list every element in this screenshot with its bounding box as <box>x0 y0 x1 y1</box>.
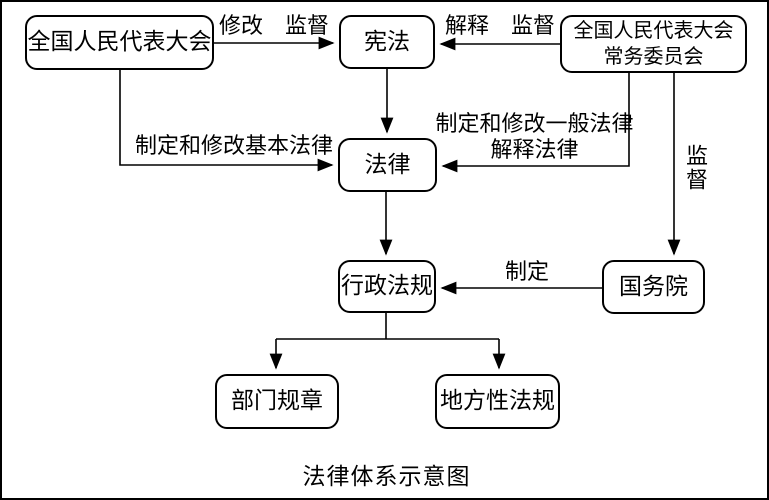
node-state-council: 国务院 <box>602 260 705 314</box>
node-administrative-regulations: 行政法规 <box>338 260 436 313</box>
label-enact-basic-laws: 制定和修改基本法律 <box>134 133 333 158</box>
label-amend-supervise: 修改 监督 <box>218 13 329 38</box>
node-constitution: 宪法 <box>339 15 435 69</box>
arrow-npcsc-to-law <box>441 72 630 173</box>
diagram-title: 法律体系示意图 <box>302 464 471 489</box>
arrow-npc-to-law <box>119 70 334 172</box>
node-department-rules: 部门规章 <box>215 374 339 429</box>
node-local-regulations: 地方性法规 <box>435 374 560 429</box>
node-npc-standing-committee: 全国人民代表大会 常务委员会 <box>560 15 747 73</box>
label-interpret-supervise: 解释 监督 <box>444 13 555 38</box>
label-supervise: 监督 <box>682 144 708 192</box>
label-enact: 制定 <box>504 259 549 284</box>
label-enact-general-laws: 制定和修改一般法律 解释法律 <box>435 111 634 162</box>
node-law: 法律 <box>338 138 437 192</box>
node-npc: 全国人民代表大会 <box>25 15 214 70</box>
